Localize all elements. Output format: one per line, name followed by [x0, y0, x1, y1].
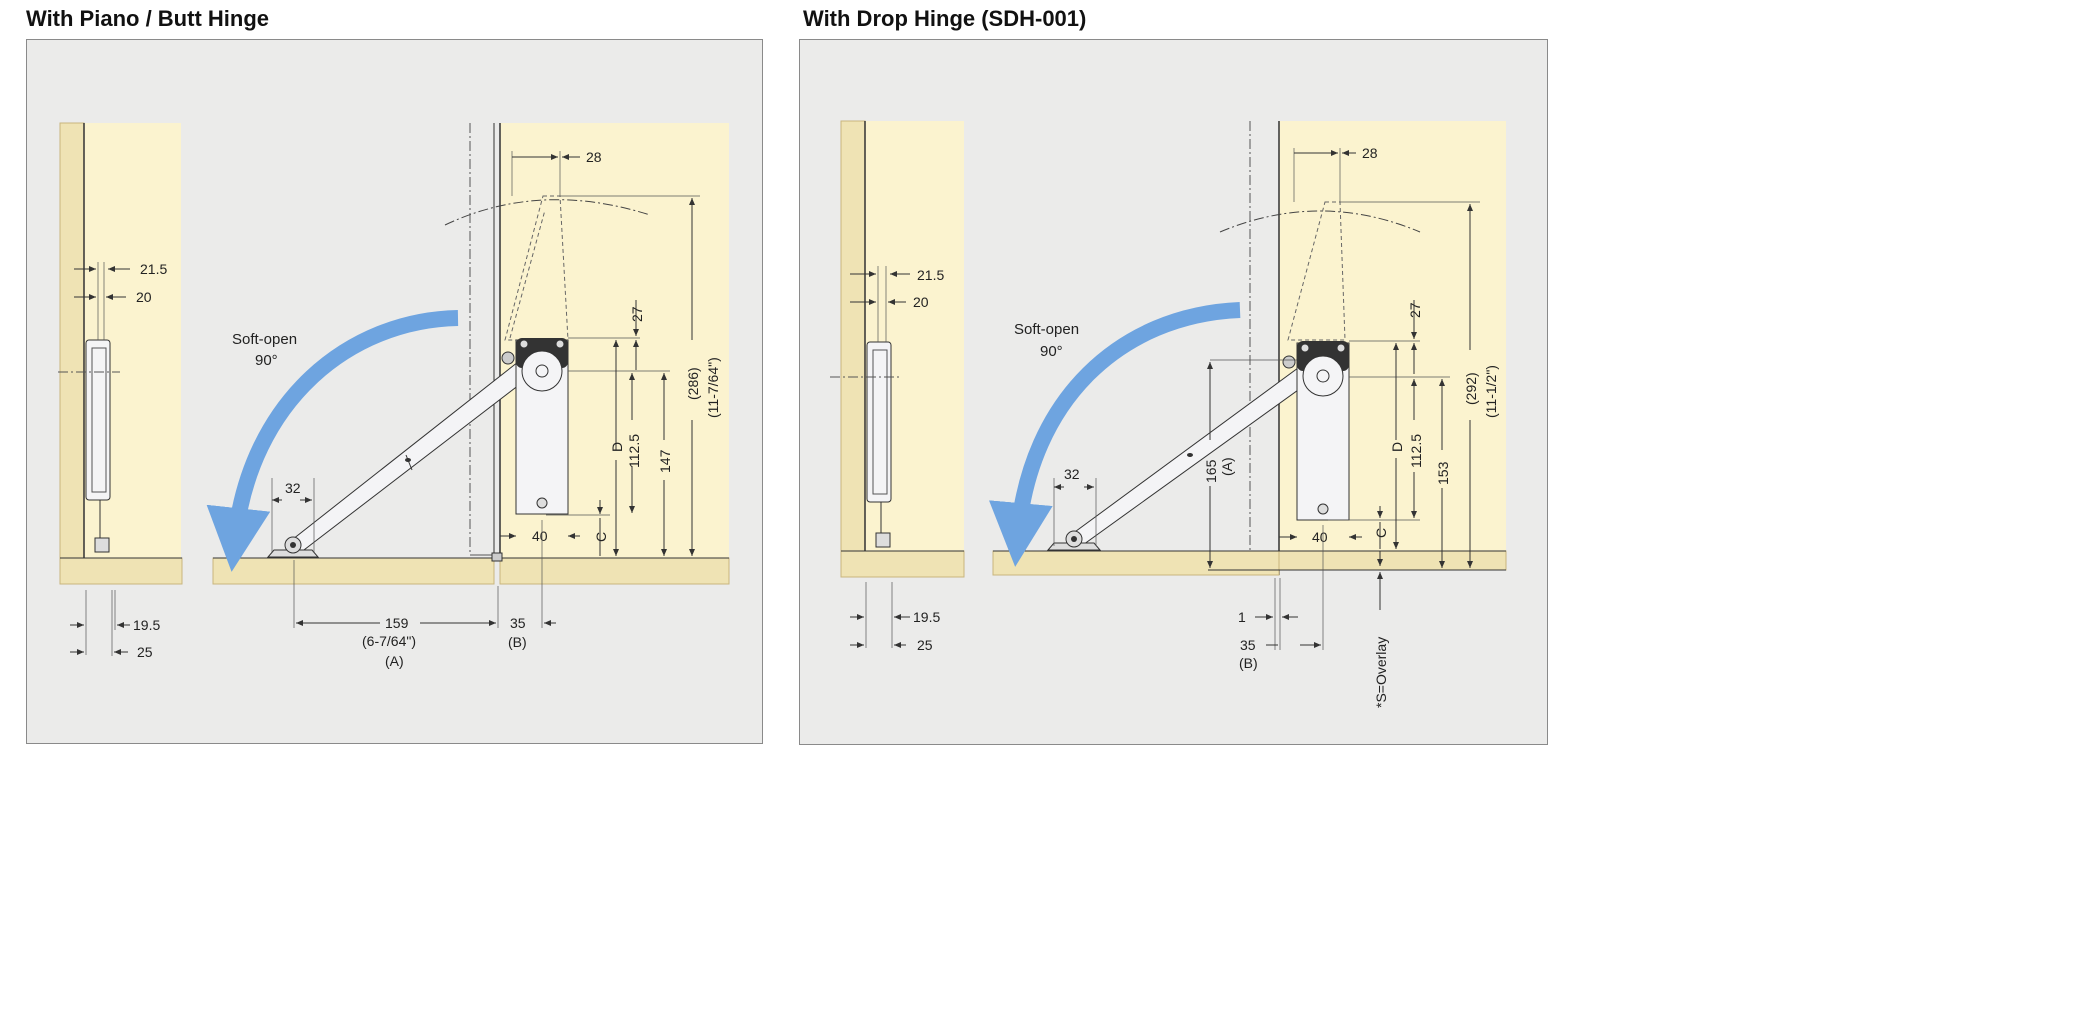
dim-B-label: (B): [508, 634, 527, 650]
dim-21-5: 21.5: [140, 261, 167, 277]
dim-147: 147: [657, 449, 673, 473]
soft-open-label-line2-right: 90°: [1040, 343, 1063, 360]
dim-D: D: [609, 442, 625, 452]
dim-32-right: 32: [1064, 466, 1080, 482]
right-side-view: 21.5 20 19.5 25: [830, 120, 965, 653]
dim-21-5-right: 21.5: [917, 267, 944, 283]
dim-35: 35: [510, 615, 526, 631]
dim-28: 28: [586, 149, 602, 165]
dim-292-inch: (11-1/2"): [1483, 365, 1499, 418]
dim-40-right: 40: [1312, 529, 1328, 545]
dim-286-inch: (11-7/64"): [705, 357, 721, 418]
dim-D-right: D: [1389, 442, 1405, 452]
dim-20-right: 20: [913, 294, 929, 310]
dim-32: 32: [285, 480, 301, 496]
right-front-view: Soft-open 90° 28 27 D 112.5 153 (292) (1…: [988, 121, 1507, 708]
dim-159-inch: (6-7/64"): [362, 633, 416, 649]
dim-159: 159: [385, 615, 409, 631]
dim-27: 27: [629, 306, 645, 322]
dim-27-right: 27: [1407, 302, 1423, 318]
dim-A-label-right: (A): [1219, 457, 1235, 476]
dim-112-5-right: 112.5: [1408, 434, 1424, 468]
dim-19-5: 19.5: [133, 617, 160, 633]
dim-20: 20: [136, 289, 152, 305]
soft-open-label-line1: Soft-open: [232, 331, 297, 348]
dim-25: 25: [137, 644, 153, 660]
dim-153: 153: [1435, 461, 1451, 485]
left-side-view: 21.5 20 19.5 25: [58, 122, 183, 660]
right-diagram-title: With Drop Hinge (SDH-001): [803, 6, 1087, 31]
hinge-diagrams: 21.5 20 19.5 25: [58, 120, 1507, 708]
dim-25-right: 25: [917, 637, 933, 653]
dim-19-5-right: 19.5: [913, 609, 940, 625]
dim-B-label-right: (B): [1239, 655, 1258, 671]
dim-1: 1: [1238, 609, 1246, 625]
dim-286: (286): [685, 367, 701, 400]
left-diagram-title: With Piano / Butt Hinge: [26, 6, 269, 31]
dim-C-right: C: [1373, 528, 1389, 538]
soft-open-label-line2: 90°: [255, 352, 278, 369]
overlay-note: *S=Overlay: [1373, 637, 1389, 708]
dim-28-right: 28: [1362, 145, 1378, 161]
dim-35-right: 35: [1240, 637, 1256, 653]
dim-40: 40: [532, 528, 548, 544]
dim-112-5: 112.5: [626, 434, 642, 468]
left-front-view: Soft-open 90° 28 27 D 112.5 147 (286) (1…: [206, 123, 730, 669]
dim-165: 165: [1203, 459, 1219, 483]
dim-292: (292): [1463, 372, 1479, 405]
dim-C: C: [593, 532, 609, 542]
soft-open-label-line1-right: Soft-open: [1014, 321, 1079, 338]
dim-A-label: (A): [385, 653, 404, 669]
